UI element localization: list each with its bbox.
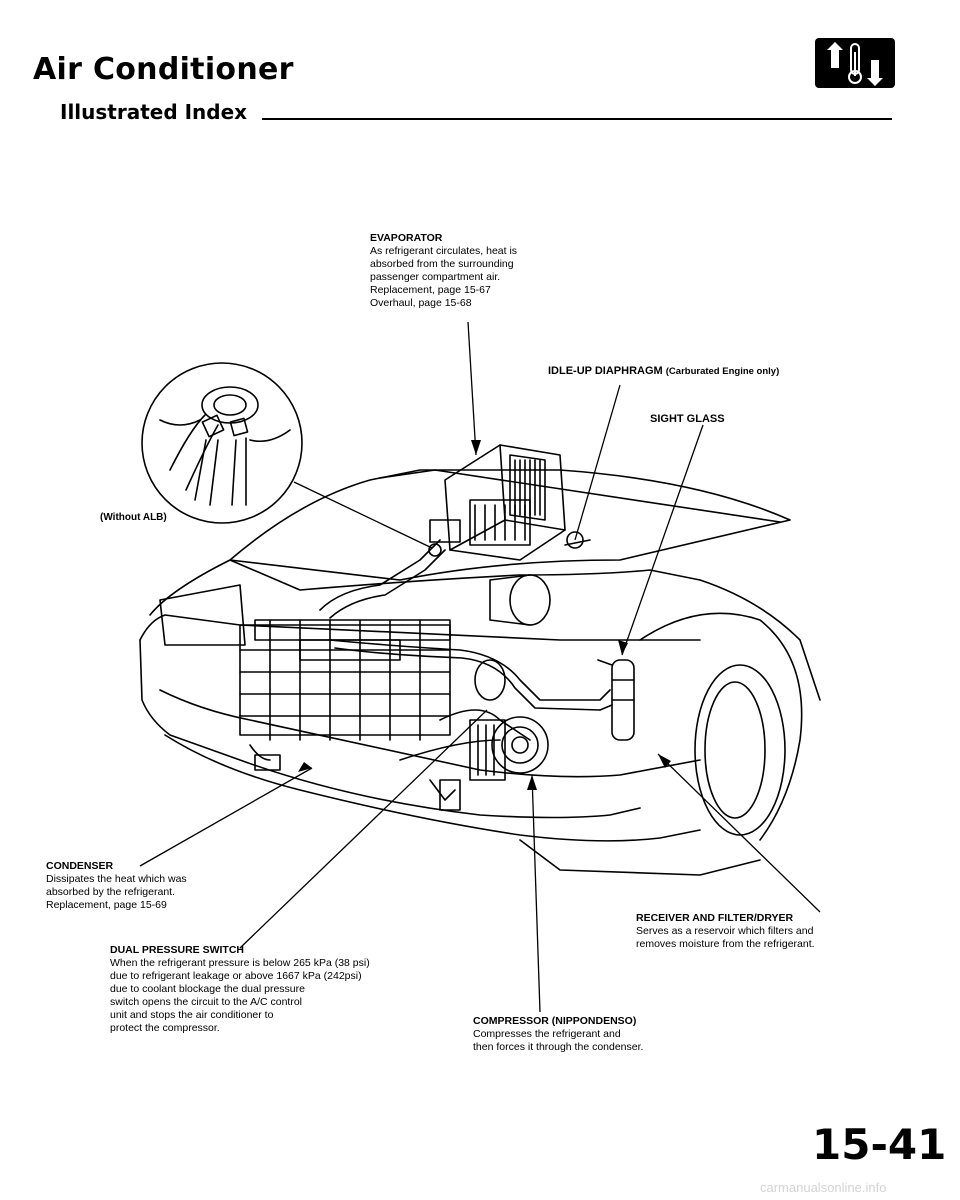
page-number: 15-41 <box>812 1120 947 1169</box>
condenser-label: CONDENSER Dissipates the heat which was … <box>46 860 187 911</box>
footer-watermark: carmanualsonline.info <box>760 1180 887 1195</box>
evaporator-label: EVAPORATOR As refrigerant circulates, he… <box>370 232 518 309</box>
receiver-dryer-label: RECEIVER AND FILTER/DRYER Serves as a re… <box>636 912 815 950</box>
idle-up-diaphragm-label: IDLE-UP DIAPHRAGM (Carburated Engine onl… <box>548 365 780 377</box>
dual-pressure-switch-label: DUAL PRESSURE SWITCH When the refrigeran… <box>110 944 370 1034</box>
without-alb-label: (Without ALB) <box>100 512 167 523</box>
compressor-label: COMPRESSOR (NIPPONDENSO) Compresses the … <box>473 1015 644 1053</box>
header-rule <box>262 118 892 120</box>
section-subtitle: Illustrated Index <box>60 100 248 124</box>
inset-circle-detail <box>141 362 303 524</box>
ac-temperature-icon <box>815 38 895 88</box>
page-title: Air Conditioner <box>33 52 294 87</box>
sight-glass-label: SIGHT GLASS <box>650 413 725 425</box>
